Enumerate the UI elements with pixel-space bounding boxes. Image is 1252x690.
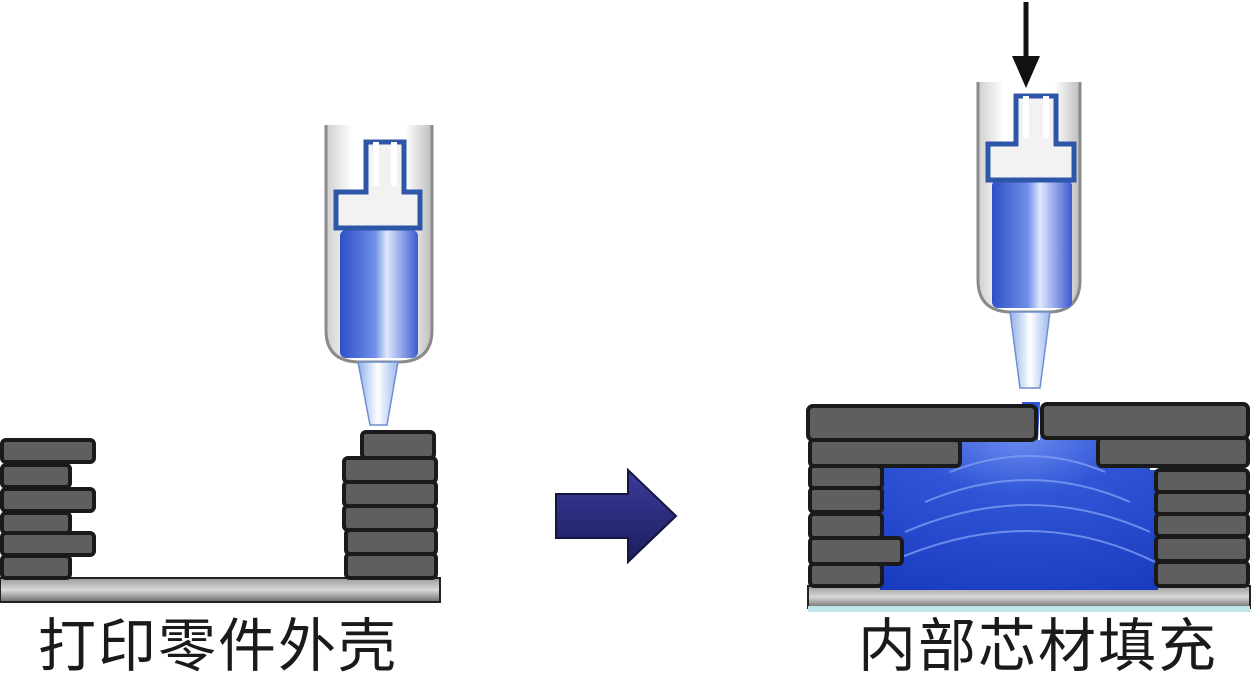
caption-print-shell: 打印零件外壳 — [38, 612, 399, 680]
plunger — [985, 93, 1077, 183]
left-scene — [0, 125, 441, 603]
core-fill-pool — [880, 436, 1158, 590]
left-wall-layers — [0, 438, 96, 580]
left-syringe — [324, 125, 434, 426]
right-arrow-icon — [555, 467, 678, 565]
right-scene — [806, 2, 1251, 612]
right-left-wall-layers — [806, 404, 1038, 588]
down-arrow-icon — [1012, 2, 1040, 88]
right-syringe — [976, 82, 1082, 389]
left-build-plate — [0, 577, 441, 603]
caption-core-fill: 内部芯材填充 — [858, 612, 1219, 680]
right-right-wall-layers — [1040, 402, 1250, 588]
right-wall-layers — [342, 430, 438, 580]
ripple-lines — [889, 455, 1156, 563]
